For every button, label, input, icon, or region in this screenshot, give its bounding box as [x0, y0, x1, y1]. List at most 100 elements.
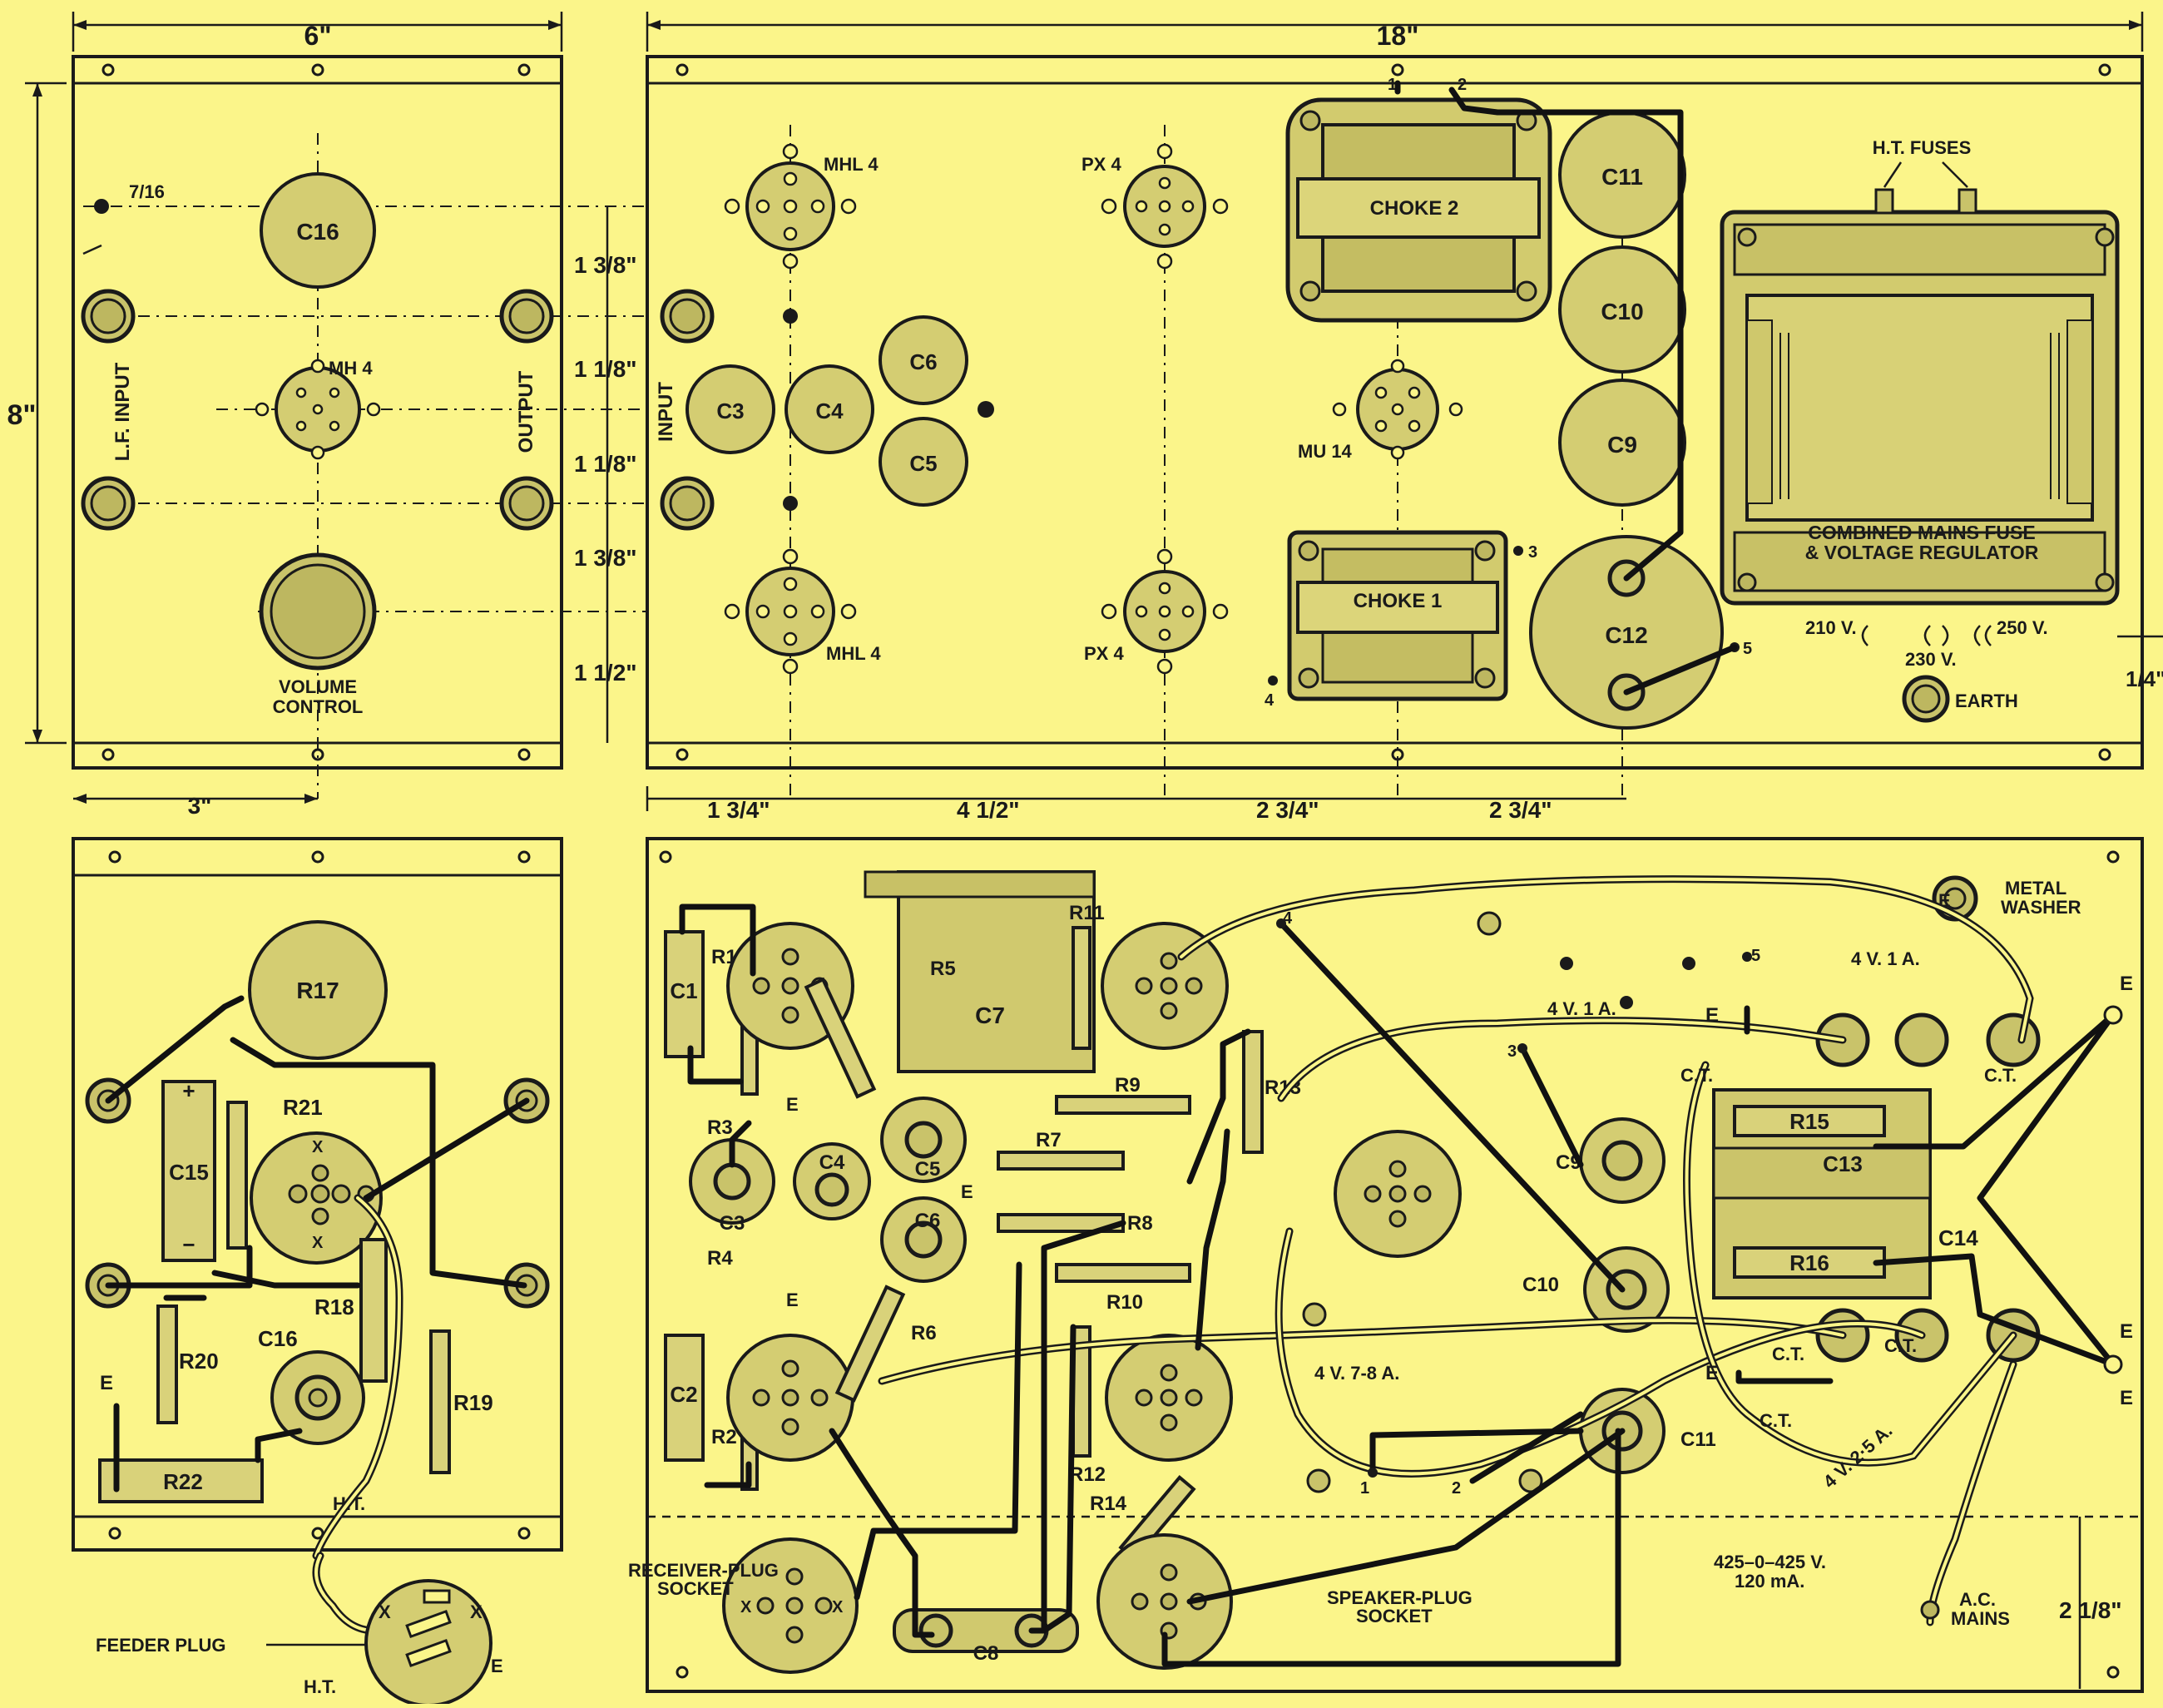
hole-size: 7/16	[129, 181, 165, 202]
label-c8: C8	[973, 1642, 999, 1665]
choke-1	[1287, 530, 1508, 701]
label-mu14: MU 14	[1298, 441, 1353, 462]
potentiometer-r17	[248, 920, 388, 1060]
valve-mhl4-top	[724, 143, 857, 270]
label-r8: R8	[1127, 1212, 1153, 1235]
dim-left-offset: 3"	[188, 793, 212, 819]
rb-term-1: 1	[1360, 1479, 1369, 1498]
left-bottom-panel: R17 C15 + − R21 X X R18 R20 C16	[72, 837, 563, 1707]
grommet-lf-input-top	[81, 289, 136, 344]
label-ac-mains-1: A.C.	[1959, 1589, 1996, 1610]
volume-control	[259, 552, 377, 671]
label-c11-top: C11	[1601, 164, 1643, 190]
label-r5: R5	[930, 958, 956, 980]
dim-right-edge: 1/4"	[2126, 666, 2163, 691]
label-transformer-2: & VOLTAGE REGULATOR	[1805, 542, 2039, 563]
label-c16-bottom: C16	[258, 1326, 298, 1351]
term-5: 5	[1743, 640, 1752, 658]
resistor-r18	[359, 1238, 388, 1383]
rec-x1: X	[740, 1598, 752, 1616]
label-receiver-1: RECEIVER-PLUG	[628, 1560, 779, 1581]
choke-2	[1285, 97, 1552, 323]
label-mhl4-bottom: MHL 4	[826, 643, 881, 664]
label-c4-top: C4	[815, 399, 844, 423]
resistor-r6	[834, 1285, 906, 1403]
label-c2: C2	[670, 1382, 697, 1407]
label-speaker-2: SOCKET	[1356, 1606, 1433, 1626]
capacitor-c1	[664, 930, 705, 1058]
rb-e-7: E	[786, 1290, 799, 1310]
label-c11-bottom: C11	[1680, 1428, 1716, 1451]
ct-5: C.T.	[1760, 1410, 1792, 1431]
voltage-230: 230 V.	[1905, 649, 1957, 670]
label-r4: R4	[707, 1247, 733, 1270]
label-ac-mains-2: MAINS	[1951, 1608, 2010, 1629]
heater-4v78a: 4 V. 7-8 A.	[1314, 1363, 1399, 1384]
label-c10-top: C10	[1601, 299, 1643, 324]
label-mhl4-top: MHL 4	[824, 154, 879, 175]
label-ht-fuses: H.T. FUSES	[1873, 137, 1972, 158]
valve-px4-top	[1101, 143, 1229, 270]
term-2: 2	[1458, 76, 1467, 94]
valve-mu14	[1332, 359, 1463, 460]
label-lf-input: L.F. INPUT	[111, 362, 134, 461]
rb-e-3: E	[2120, 1387, 2133, 1409]
label-r7: R7	[1036, 1129, 1062, 1151]
dim-height: 8"	[7, 399, 36, 431]
right-top-panel: INPUT MHL 4 PX 4	[646, 55, 2163, 799]
label-mh4: MH 4	[329, 358, 373, 379]
rec-x2: X	[832, 1598, 844, 1616]
label-c3-top: C3	[716, 399, 744, 423]
ct-4: C.T.	[1884, 1335, 1917, 1356]
resistor-r19	[429, 1329, 451, 1474]
label-r22: R22	[163, 1469, 203, 1494]
label-c14: C14	[1938, 1225, 1978, 1250]
rb-e-2: E	[2120, 1320, 2133, 1343]
label-choke1: CHOKE 1	[1354, 590, 1443, 612]
capacitor-c7	[864, 870, 1096, 1073]
label-c3-bottom: C3	[720, 1212, 745, 1235]
label-r17: R17	[296, 978, 339, 1003]
label-input: INPUT	[655, 382, 677, 442]
resistor-r21	[226, 1101, 248, 1250]
capacitor-c2	[664, 1334, 705, 1462]
capacitor-c4-top	[785, 364, 874, 454]
feeder-plug[interactable]	[312, 1552, 492, 1707]
vspace-3: 1 1/8"	[574, 451, 637, 477]
label-receiver-2: SOCKET	[657, 1578, 734, 1599]
grommet-lf-input-bottom	[81, 476, 136, 531]
ct-3: C.T.	[1772, 1344, 1804, 1364]
rb-e-6: E	[786, 1094, 799, 1115]
top-dimensions: 6" 18" 8"	[7, 12, 2144, 745]
grommet-output-top	[499, 289, 554, 344]
label-c12: C12	[1605, 622, 1647, 648]
receiver-plug-socket[interactable]	[722, 1537, 859, 1674]
label-c6-top: C6	[909, 349, 937, 374]
speaker-plug-socket[interactable]	[1096, 1533, 1233, 1670]
valve-socket-lb	[250, 1131, 383, 1265]
rb-term-3: 3	[1507, 1042, 1517, 1061]
label-px4-bottom: PX 4	[1084, 643, 1124, 664]
valve-socket-mu14-bottom	[1334, 1130, 1462, 1258]
label-r20: R20	[179, 1349, 219, 1374]
label-c7: C7	[975, 1003, 1005, 1028]
lb-x2: X	[312, 1234, 324, 1252]
grommet-input-bottom	[660, 476, 715, 531]
plug-ht: H.T.	[304, 1676, 336, 1697]
label-feeder-plug: FEEDER PLUG	[96, 1635, 225, 1656]
label-c9-top: C9	[1607, 432, 1637, 458]
capacitor-c9-top	[1558, 379, 1686, 507]
resistor-r20	[156, 1305, 178, 1424]
grommet-input-top	[660, 289, 715, 344]
plug-x2: X	[470, 1602, 483, 1622]
label-output: OUTPUT	[515, 370, 537, 453]
grommet-rb-3	[1986, 1012, 2041, 1067]
label-c13: C13	[1823, 1151, 1863, 1176]
heater-4v1a-a: 4 V. 1 A.	[1547, 998, 1616, 1019]
grommet-rb-2	[1894, 1012, 1949, 1067]
vspace-1: 1 3/8"	[574, 252, 637, 278]
label-c16: C16	[296, 219, 339, 245]
label-choke2: CHOKE 2	[1370, 197, 1459, 220]
